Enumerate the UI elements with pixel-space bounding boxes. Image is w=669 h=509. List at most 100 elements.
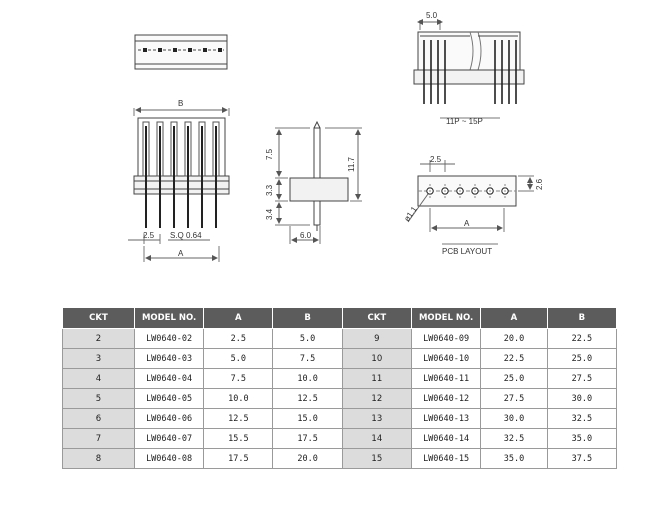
- table-cell: 37.5: [546, 448, 618, 469]
- table-cell: LW0640-15: [410, 448, 482, 469]
- table-cell: 25.0: [546, 348, 618, 369]
- dim-pitch-label: 2.5: [143, 231, 155, 240]
- table-cell: 12: [341, 388, 412, 409]
- table-cell: 30.0: [480, 408, 548, 429]
- header-ckt-left: CKT: [62, 307, 135, 329]
- header-model-right: MODEL NO.: [410, 307, 482, 329]
- pin-square: [188, 48, 192, 52]
- table-cell: 10: [341, 348, 412, 369]
- table-cell: 5: [62, 388, 135, 409]
- table-cell: 17.5: [272, 428, 343, 449]
- table-cell: 2: [62, 328, 135, 349]
- top-width-label: 5.0: [426, 11, 438, 20]
- table-cell: 20.0: [480, 328, 548, 349]
- table-cell: 4: [62, 368, 135, 389]
- table-cell: LW0640-03: [133, 348, 205, 369]
- table-cell: 12.5: [203, 408, 274, 429]
- pcb-row-label: 2.6: [535, 178, 544, 190]
- table-cell: 2.5: [203, 328, 274, 349]
- table-cell: 7.5: [272, 348, 343, 369]
- pcb-layout: [407, 160, 534, 245]
- table-header-row: CKT MODEL NO. A B CKT MODEL NO. A B: [62, 307, 618, 329]
- table-cell: LW0640-02: [133, 328, 205, 349]
- table-cell: 15.0: [272, 408, 343, 429]
- table-cell: LW0640-07: [133, 428, 205, 449]
- pin-square: [218, 48, 222, 52]
- dim-sq-label: S.Q 0.64: [170, 231, 202, 240]
- table-cell: 20.0: [272, 448, 343, 469]
- table-cell: LW0640-08: [133, 448, 205, 469]
- table-cell: LW0640-10: [410, 348, 482, 369]
- table-cell: 22.5: [546, 328, 618, 349]
- table-cell: 27.5: [480, 388, 548, 409]
- dim-depth-label: 6.0: [300, 231, 312, 240]
- table-cell: 15.5: [203, 428, 274, 449]
- pin-square: [158, 48, 162, 52]
- table-cell: 30.0: [546, 388, 618, 409]
- table-cell: 15: [341, 448, 412, 469]
- side-view: [275, 120, 362, 244]
- dim-height-lower: 3.4: [265, 208, 274, 220]
- header-b-left: B: [272, 307, 343, 329]
- table-cell: 7: [62, 428, 135, 449]
- table-cell: 5.0: [272, 328, 343, 349]
- table-cell: 7.5: [203, 368, 274, 389]
- table-cell: 27.5: [546, 368, 618, 389]
- pin-square: [203, 48, 207, 52]
- table-cell: 11: [341, 368, 412, 389]
- table-cell: 32.5: [480, 428, 548, 449]
- table-cell: LW0640-13: [410, 408, 482, 429]
- table-cell: 5.0: [203, 348, 274, 369]
- table-cell: LW0640-14: [410, 428, 482, 449]
- front-view: [128, 107, 230, 262]
- pcb-a-label: A: [464, 219, 470, 228]
- table-cell: 8: [62, 448, 135, 469]
- table-cell: LW0640-12: [410, 388, 482, 409]
- header-a-left: A: [203, 307, 274, 329]
- table-cell: 17.5: [203, 448, 274, 469]
- table-cell: 9: [341, 328, 412, 349]
- table-cell: LW0640-04: [133, 368, 205, 389]
- table-cell: LW0640-11: [410, 368, 482, 389]
- table-cell: 35.0: [546, 428, 618, 449]
- range-note: 11P ~ 15P: [446, 117, 483, 126]
- dim-a-label: A: [178, 249, 184, 258]
- range-view: [413, 19, 525, 119]
- table-cell: 22.5: [480, 348, 548, 369]
- dim-height-upper: 7.5: [265, 148, 274, 160]
- dim-height-total: 11.7: [347, 156, 356, 172]
- pcb-hole-label: ø1.1: [402, 204, 419, 223]
- table-cell: 13: [341, 408, 412, 429]
- table-cell: LW0640-09: [410, 328, 482, 349]
- table-cell: 12.5: [272, 388, 343, 409]
- pcb-caption: PCB LAYOUT: [442, 247, 492, 256]
- top-view: [134, 34, 228, 70]
- table-cell: LW0640-06: [133, 408, 205, 429]
- technical-drawing: B 2.5 S.Q 0.64 A 7.5 3.3 3.4 11.7 6.0: [128, 11, 544, 262]
- table-cell: 14: [341, 428, 412, 449]
- table-cell: 35.0: [480, 448, 548, 469]
- header-ckt-right: CKT: [341, 307, 412, 329]
- table-cell: 3: [62, 348, 135, 369]
- pcb-pitch-label: 2.5: [430, 155, 442, 164]
- table-cell: 32.5: [546, 408, 618, 429]
- dim-height-mid: 3.3: [265, 184, 274, 196]
- table-cell: 10.0: [272, 368, 343, 389]
- table-cell: 6: [62, 408, 135, 429]
- table-cell: LW0640-05: [133, 388, 205, 409]
- table-cell: 10.0: [203, 388, 274, 409]
- table-cell: 25.0: [480, 368, 548, 389]
- header-model-left: MODEL NO.: [133, 307, 205, 329]
- dim-b-label: B: [178, 99, 183, 108]
- header-b-right: B: [546, 307, 618, 329]
- pin-square: [143, 48, 147, 52]
- pin-square: [173, 48, 177, 52]
